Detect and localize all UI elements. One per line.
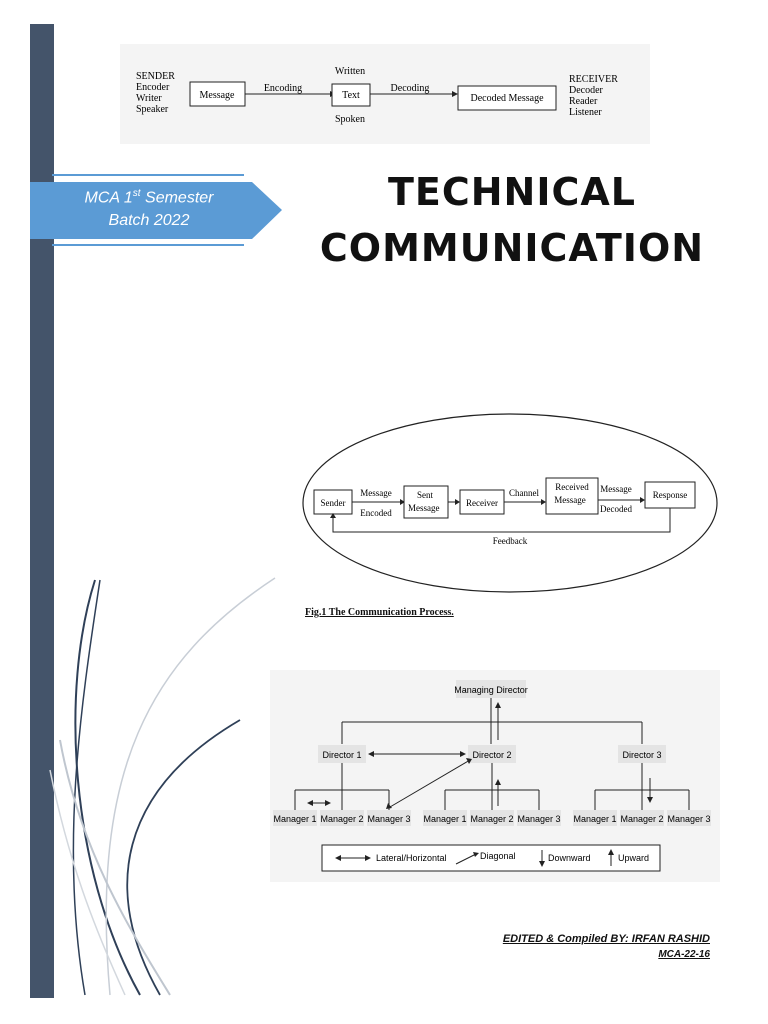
legend-diagonal: Diagonal [480, 851, 516, 861]
decorative-curves [49, 577, 276, 996]
legend-downward: Downward [548, 853, 591, 863]
org-chart: Managing Director Director 1 Director 2 … [270, 670, 720, 882]
director-1-box: Director 1 [322, 750, 361, 760]
decoded-message-box: Decoded Message [470, 93, 544, 104]
sender-label: SENDER [136, 71, 175, 82]
legend-lateral: Lateral/Horizontal [376, 853, 447, 863]
process-diagram: Sender Message Encoded Sent Message Rece… [302, 413, 718, 593]
legend-upward: Upward [618, 853, 649, 863]
message-label: Message [360, 488, 392, 498]
response-box: Response [653, 490, 688, 500]
received-message-label: Message [554, 495, 586, 505]
encoded-label: Encoded [360, 508, 392, 518]
director-3-box: Director 3 [622, 750, 661, 760]
written-label: Written [335, 66, 365, 77]
spoken-label: Spoken [335, 114, 365, 125]
message-box: Message [200, 90, 236, 101]
figure-caption: Fig.1 The Communication Process. [305, 607, 454, 618]
manager-2b: Manager 2 [470, 814, 513, 824]
sender-box: Sender [321, 498, 346, 508]
semester-badge-shape [30, 174, 282, 246]
text-box: Text [342, 90, 360, 101]
batch-label: Batch 2022 [108, 212, 190, 229]
feedback-label: Feedback [493, 536, 528, 546]
writer-label: Writer [136, 93, 162, 104]
header-diagram: SENDER Encoder Writer Speaker Message En… [120, 44, 650, 144]
manager-1b: Manager 1 [423, 814, 466, 824]
manager-2c: Manager 2 [620, 814, 663, 824]
encoding-label: Encoding [264, 83, 302, 94]
manager-3a: Manager 3 [367, 814, 410, 824]
listener-label: Listener [569, 107, 602, 118]
title-line-1: TECHNICAL [387, 170, 637, 214]
sent-label: Sent [417, 490, 434, 500]
course-code: MCA-22-16 [658, 949, 710, 960]
managing-director-box: Managing Director [454, 685, 528, 695]
channel-label: Channel [509, 488, 539, 498]
encoder-label: Encoder [136, 82, 170, 93]
reader-label: Reader [569, 96, 598, 107]
receiver-label: RECEIVER [569, 74, 618, 85]
manager-1c: Manager 1 [573, 814, 616, 824]
edited-by: EDITED & Compiled BY: IRFAN RASHID [502, 933, 710, 945]
decoder-label: Decoder [569, 85, 604, 96]
received-label: Received [555, 482, 589, 492]
director-2-box: Director 2 [472, 750, 511, 760]
decoding-label: Decoding [391, 83, 430, 94]
manager-3c: Manager 3 [667, 814, 710, 824]
decoded-label: Decoded [600, 504, 632, 514]
manager-3b: Manager 3 [517, 814, 560, 824]
title-line-2: COMMUNICATION [319, 226, 705, 270]
speaker-label: Speaker [136, 104, 169, 115]
manager-2a: Manager 2 [320, 814, 363, 824]
message2-label: Message [600, 484, 632, 494]
sent-message-label: Message [408, 503, 440, 513]
semester-label: MCA 1st Semester [84, 188, 214, 207]
manager-1a: Manager 1 [273, 814, 316, 824]
receiver-box: Receiver [466, 498, 498, 508]
